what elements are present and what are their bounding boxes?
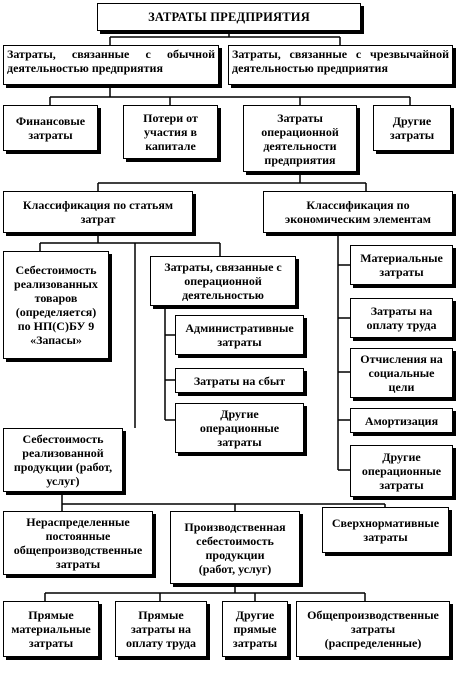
node-administrative-costs: Административные затраты xyxy=(175,315,304,355)
node-other-direct-costs: Другие прямые затраты xyxy=(222,601,288,657)
node-amortization: Амортизация xyxy=(350,408,453,433)
node-unallocated-overhead: Нераспределенные постоянные общепроизвод… xyxy=(3,511,153,575)
node-labor-costs: Затраты на оплату труда xyxy=(350,298,453,338)
node-financial-costs: Финансовые затраты xyxy=(3,105,98,151)
node-cost-of-goods-sold: Себестоимость реализованных товаров (опр… xyxy=(3,251,109,359)
node-other-costs: Другие затраты xyxy=(373,105,451,151)
node-allocated-overhead: Общепроизводственные затраты (распределе… xyxy=(296,601,450,657)
node-material-costs: Материальные затраты xyxy=(350,245,453,285)
node-production-cost: Производственная себестоимость продукции… xyxy=(170,511,300,584)
node-classification-by-items: Классификация по статьям затрат xyxy=(3,191,193,233)
node-title: ЗАТРАТЫ ПРЕДПРИЯТИЯ xyxy=(97,3,361,31)
node-classification-by-elements: Классификация по экономическим элементам xyxy=(263,191,453,233)
node-cost-of-products-sold: Себестоимость реализованной продукции (р… xyxy=(3,428,123,492)
node-ordinary-costs: Затраты, связанные с обычной деятельност… xyxy=(3,45,219,85)
node-extraordinary-costs: Затраты, связанные с чрезвычайной деятел… xyxy=(228,45,453,85)
node-above-norm-costs: Сверхнормативные затраты xyxy=(322,507,449,553)
node-selling-costs: Затраты на сбыт xyxy=(175,368,304,393)
node-operational-costs: Затраты операционной деятельности предпр… xyxy=(243,105,357,172)
node-other-operating-elements: Другие операционные затраты xyxy=(350,445,453,497)
node-social-contributions: Отчисления на социальные цели xyxy=(350,348,453,398)
node-direct-material-costs: Прямые материальные затраты xyxy=(3,601,99,657)
node-capital-losses: Потери от участия в капитале xyxy=(123,105,218,159)
node-operating-activity-costs: Затраты, связанные с операционной деятел… xyxy=(150,256,296,306)
node-other-operating-costs: Другие операционные затраты xyxy=(175,403,304,453)
node-direct-labor-costs: Прямые затраты на оплату труда xyxy=(115,601,207,657)
